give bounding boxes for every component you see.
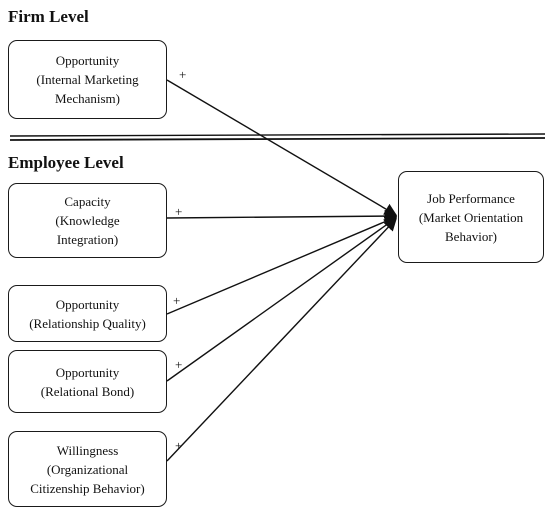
edge-sign-relational-bond: + (175, 357, 183, 372)
edge-relationship-to-job-performance (166, 215, 398, 315)
edge-knowledge-to-job-performance (166, 209, 398, 223)
edge-sign-relationship: + (173, 293, 181, 308)
node-label-line: (Relationship Quality) (29, 315, 146, 331)
edge-relational-bond-to-job-performance (166, 217, 398, 382)
node-label-line: Opportunity (55, 53, 120, 68)
edge-citizenship-to-job-performance (166, 218, 397, 462)
node-label-line: (Knowledge (55, 213, 120, 228)
node-label-line: Mechanism) (55, 91, 120, 106)
node-label-line: Job Performance (427, 190, 515, 206)
edge-sign-knowledge: + (175, 204, 183, 219)
node-internal-marketing: Opportunity (Internal Marketing Mechanis… (8, 40, 167, 119)
edge-sign-internal-marketing: + (179, 67, 187, 82)
node-label-line: Integration) (56, 232, 119, 247)
node-relational-bond: Opportunity (Relational Bond) (8, 350, 167, 413)
node-label-line: (Market Orientation (418, 209, 524, 225)
node-label-line: (Internal Marketing (36, 72, 139, 87)
node-knowledge-integration: Capacity (Knowledge Integration) (8, 183, 167, 258)
edge-internal-marketing-to-job-performance (166, 79, 398, 216)
node-job-performance: Job Performance (Market Orientation Beha… (398, 171, 544, 263)
node-citizenship-behavior: Willingness (Organizational Citizenship … (8, 431, 167, 507)
firm-level-title: Firm Level (8, 7, 89, 26)
employee-level-title: Employee Level (8, 153, 124, 172)
node-label-line: Capacity (64, 194, 111, 209)
node-label-line: Opportunity (55, 296, 120, 312)
node-label-line: Behavior) (445, 228, 497, 244)
node-label-line: (Relational Bond) (40, 383, 135, 399)
level-divider-line-bottom (9, 137, 546, 141)
node-label-line: Citizenship Behavior) (30, 480, 145, 496)
node-label-line: Opportunity (55, 364, 120, 380)
edge-sign-citizenship: + (175, 438, 183, 453)
node-relationship-quality: Opportunity (Relationship Quality) (8, 285, 167, 342)
level-divider-line-top (9, 133, 546, 137)
node-label-line: (Organizational (46, 461, 129, 477)
node-label-line: Willingness (56, 442, 119, 458)
